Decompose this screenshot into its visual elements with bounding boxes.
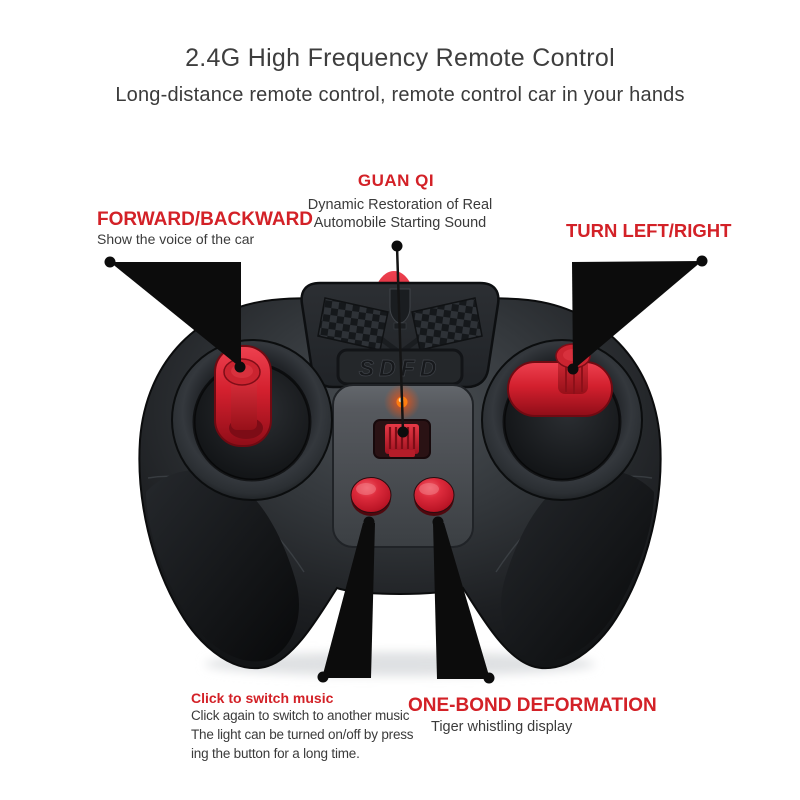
guan-qi-description-line1: Dynamic Restoration of Real [307,197,493,213]
label-forward-backward: FORWARD/BACKWARD [97,209,314,230]
label-turn-left-right: TURN LEFT/RIGHT [566,220,732,241]
brand-logo-text: SDFD [359,355,442,381]
callout-dot [696,255,708,267]
label-switch-music: Click to switch music [191,690,334,706]
left-joystick [171,339,333,501]
callout-dot [397,426,409,438]
callout-arrow-forward-backward [110,262,241,368]
music-button [350,477,392,516]
power-slider [373,419,431,459]
switch-music-description-line1: Click again to switch to another music [191,708,410,723]
callout-dot [317,671,329,683]
callout-arrow-turn-left-right [572,261,702,370]
callout-arrow-switch-music [322,523,375,678]
page-title: 2.4G High Frequency Remote Control [185,44,615,72]
right-grip [501,469,654,662]
left-grip [146,469,299,662]
left-stick-shaft [231,374,257,430]
callout-dot [567,363,579,375]
right-joystick [481,339,643,501]
callout-arrow-one-bond [433,523,490,679]
page-subtitle: Long-distance remote control, remote con… [115,84,685,106]
switch-music-description-line2: The light can be turned on/off by press [191,727,414,742]
deformation-button [413,477,455,516]
guan-qi-description-line2: Automobile Starting Sound [313,215,487,231]
ground-shadow [205,652,595,676]
label-guan-qi: GUAN QI [357,171,435,190]
callout-dot [391,240,403,252]
label-one-bond-deformation: ONE-BOND DEFORMATION [408,695,657,716]
callout-dot [363,516,375,528]
callout-dot [234,361,246,373]
callout-dot [104,256,116,268]
switch-music-description-line3: ing the button for a long time. [191,746,360,761]
forward-backward-description: Show the voice of the car [97,231,255,247]
one-bond-deformation-description: Tiger whistling display [431,719,573,735]
callout-line-guanqi [395,245,405,433]
callouts [104,240,708,684]
callout-dot [432,516,444,528]
callout-dot [483,672,495,684]
